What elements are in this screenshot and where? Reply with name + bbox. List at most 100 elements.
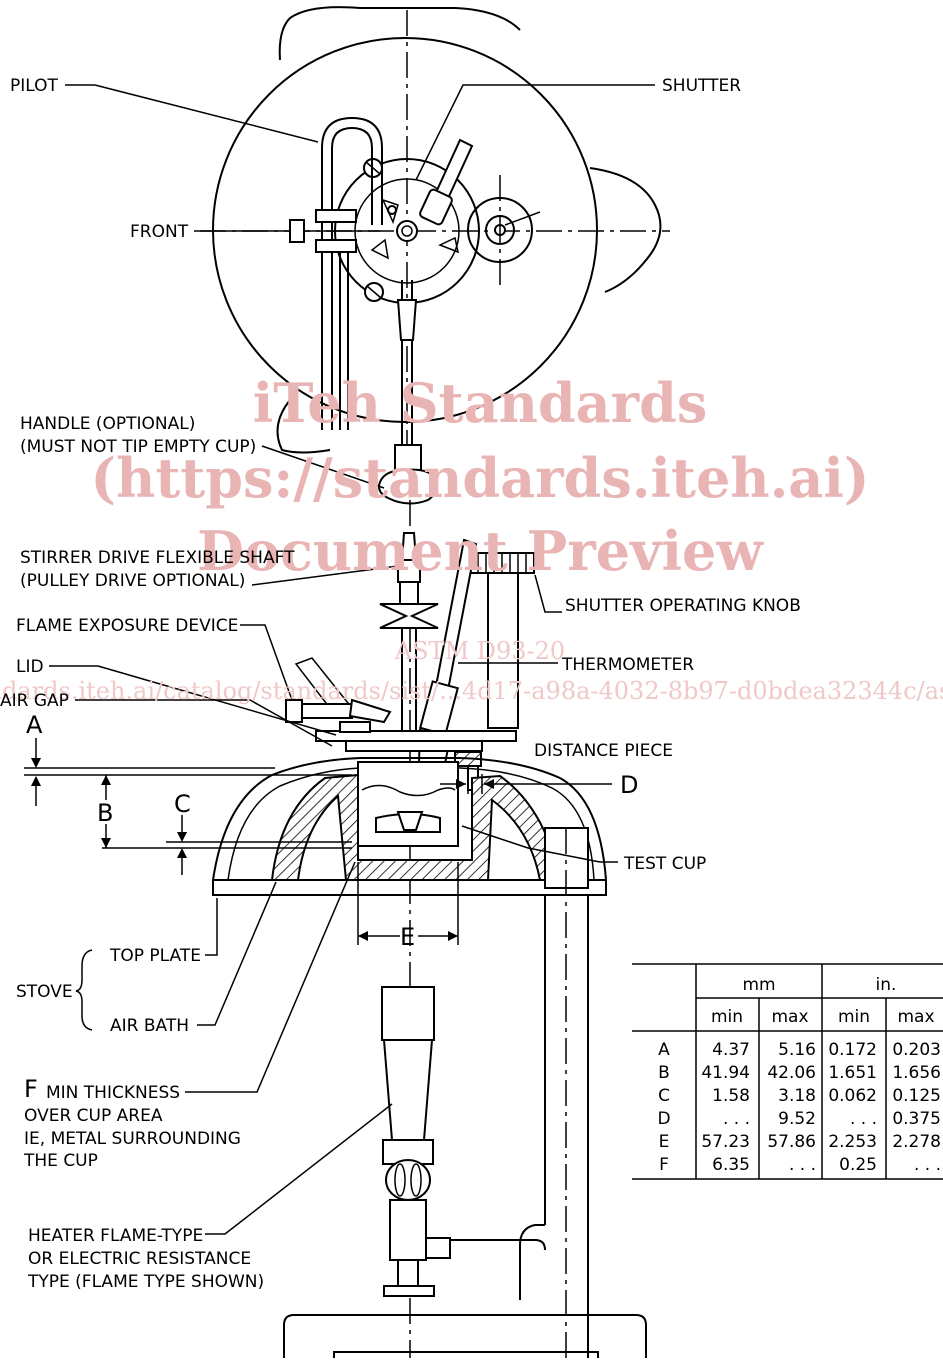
table-cell: 0.203 [892,1040,941,1060]
label-test-cup: TEST CUP [623,854,706,874]
label-stirrer-1: STIRRER DRIVE FLEXIBLE SHAFT [20,548,295,568]
table-cell: . . . [850,1109,877,1129]
dim-label-e: E [400,923,415,951]
lid-bottom-lobe [276,399,331,454]
top-view [200,6,670,505]
label-flame-device: FLAME EXPOSURE DEVICE [16,616,238,636]
table-cell: 1.58 [712,1086,750,1106]
label-distance-piece: DISTANCE PIECE [534,741,673,761]
watermark-line3: Document Preview [197,519,764,583]
watermark-line5: https://standards.iteh.ai/catalog/standa… [0,677,943,705]
label-air-bath: AIR BATH [110,1016,189,1036]
front-bracket-upper [315,209,357,223]
label-f-letter: F [24,1075,38,1103]
support-column [544,895,589,1358]
heater-burner-top [381,986,435,1041]
watermark-line1: iTeh Standards [253,371,707,435]
table-cell: 3.18 [778,1086,816,1106]
heater-tube [382,1039,434,1141]
table-cell: 5.16 [778,1040,816,1060]
table-cell: 9.52 [778,1109,816,1129]
table-subheader: max [771,1007,808,1027]
table-cell-key: C [658,1086,670,1106]
table-cell: . . . [789,1155,816,1175]
label-shutter: SHUTTER [662,76,741,96]
label-heater-3: TYPE (FLAME TYPE SHOWN) [27,1272,264,1292]
table-cell-key: F [659,1155,669,1175]
table-row: E 57.23 57.86 2.253 2.278 [659,1132,941,1152]
table-cell: 0.25 [839,1155,877,1175]
table-subheader: min [711,1007,743,1027]
dim-label-b: B [97,799,113,827]
pilot-tube [321,116,383,430]
dim-label-d: D [620,771,638,799]
label-heater-1: HEATER FLAME-TYPE [28,1226,203,1246]
table-cell: 41.94 [701,1063,750,1083]
test-cup [357,761,459,847]
table-cell: 57.23 [701,1132,750,1152]
dim-label-a: A [26,711,43,739]
table-cell: 1.656 [892,1063,941,1083]
dim-label-c: C [174,790,191,818]
table-cell: 0.125 [892,1086,941,1106]
table-subheader: max [897,1007,934,1027]
lid-top-lobe [289,6,521,31]
table-cell-key: D [657,1109,670,1129]
side-view [24,84,655,1358]
table-row: B 41.94 42.06 1.651 1.656 [658,1063,941,1083]
leader-lines [49,84,655,1235]
table-cell: 4.37 [712,1040,750,1060]
label-shutter-knob: SHUTTER OPERATING KNOB [565,596,801,616]
handle-knob [378,468,438,505]
table-cell: 1.651 [828,1063,877,1083]
table-cell: 2.253 [828,1132,877,1152]
label-stirrer-2: (PULLEY DRIVE OPTIONAL) [20,571,245,591]
table-cell-key: B [658,1063,670,1083]
dimension-table: mm in. min max min max A 4.37 5.16 0.172… [632,963,943,1180]
lid-right-lobe [589,167,662,293]
watermark-line4: ASTM D93-20 [394,637,565,665]
front-adjust-knob [289,219,305,243]
label-f-line3: IE, METAL SURROUNDING [24,1129,241,1149]
label-handle-1: HANDLE (OPTIONAL) [20,414,195,434]
top-plate-dome [212,757,607,896]
table-header-in: in. [876,975,897,995]
label-pilot: PILOT [10,76,59,96]
table-cell-key: A [658,1040,670,1060]
heater-valve [385,1159,431,1201]
table-cell-key: E [659,1132,670,1152]
label-stove: STOVE [16,982,73,1002]
table-header-mm: mm [742,975,775,995]
table-cell: . . . [723,1109,750,1129]
table-cell: 57.86 [767,1132,816,1152]
table-cell: . . . [914,1155,941,1175]
watermark: iTeh Standards (https://standards.iteh.a… [0,371,943,705]
watermark-line2: (https://standards.iteh.ai) [91,446,870,510]
table-row: D . . . 9.52 . . . 0.375 [657,1109,941,1129]
label-front: FRONT [130,222,189,242]
table-cell: 0.375 [892,1109,941,1129]
pulley [379,603,439,629]
label-f-line1: MIN THICKNESS [46,1083,180,1103]
label-f-line2: OVER CUP AREA [24,1106,163,1126]
label-thermometer: THERMOMETER [561,655,694,675]
labels: PILOT SHUTTER FRONT HANDLE (OPTIONAL) (M… [0,76,801,1292]
label-air-gap: AIR GAP [0,691,69,711]
table-row: F 6.35 . . . 0.25 . . . [659,1155,941,1175]
label-heater-2: OR ELECTRIC RESISTANCE [28,1249,251,1269]
label-handle-2: (MUST NOT TIP EMPTY CUP) [20,437,256,457]
table-cell: 0.172 [828,1040,877,1060]
shutter-column [487,572,519,729]
table-subheader: min [838,1007,870,1027]
table-cell: 42.06 [767,1063,816,1083]
table-row: C 1.58 3.18 0.062 0.125 [658,1086,941,1106]
table-cell: 2.278 [892,1132,941,1152]
stirrer-hub [396,220,418,242]
label-top-plate: TOP PLATE [109,946,201,966]
label-f-line4: THE CUP [23,1151,98,1171]
lid-outline [212,37,598,423]
stove-base [283,1314,647,1358]
table-cell: 6.35 [712,1155,750,1175]
